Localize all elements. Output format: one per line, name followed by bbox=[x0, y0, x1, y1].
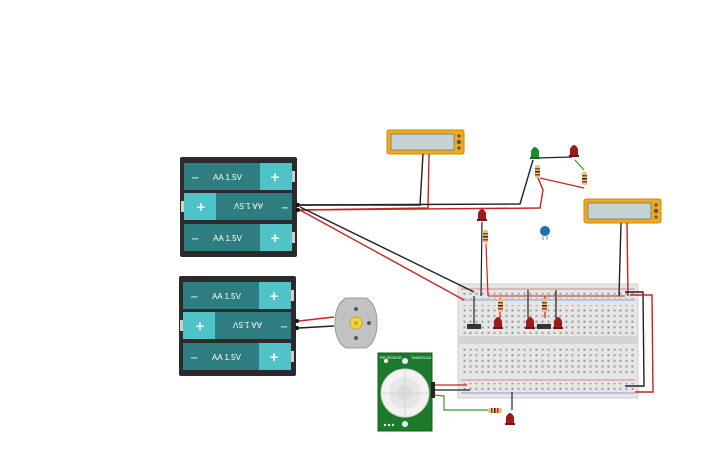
minus-symbol: − bbox=[281, 203, 289, 214]
minus-symbol: − bbox=[191, 234, 199, 245]
red-led-icon bbox=[525, 317, 535, 329]
cell-label-flipped: AA 1.5V bbox=[233, 201, 263, 210]
green-led-icon bbox=[530, 147, 540, 159]
red-led-icon bbox=[493, 317, 503, 329]
battery-cell-1-2: + AA 1.5V − bbox=[181, 193, 292, 220]
battery-cell-1-3: − AA 1.5V + bbox=[184, 224, 295, 251]
red-led-icon bbox=[505, 413, 515, 425]
battery-pack-1[interactable]: − AA 1.5V + + AA 1.5V − − AA 1.5V + bbox=[180, 157, 300, 257]
pir-sensor[interactable]: PIR SENSOR TINKERCAD bbox=[377, 352, 435, 432]
resistor-icon bbox=[488, 408, 502, 413]
minus-symbol: − bbox=[280, 322, 288, 333]
cell-label: AA 1.5V bbox=[212, 292, 242, 301]
red-led-icon bbox=[477, 209, 487, 221]
transistor-icon bbox=[467, 324, 481, 329]
resistor-icon bbox=[542, 299, 547, 312]
battery-cell-2-1: − AA 1.5V + bbox=[183, 282, 294, 309]
pir-label-right: TINKERCAD bbox=[411, 356, 432, 360]
cell-label-flipped: AA 1.5V bbox=[232, 320, 262, 329]
resistor-icon bbox=[582, 172, 587, 185]
resistor-icon bbox=[535, 165, 540, 178]
multimeter-1[interactable] bbox=[386, 129, 465, 155]
plus-symbol: + bbox=[269, 350, 279, 364]
battery-cell-2-3: − AA 1.5V + bbox=[183, 343, 294, 370]
breadboard[interactable] bbox=[457, 283, 639, 399]
battery-cell-1-1: − AA 1.5V + bbox=[184, 163, 295, 190]
plus-symbol: + bbox=[195, 319, 205, 333]
red-led-icon bbox=[569, 145, 579, 157]
plus-symbol: + bbox=[196, 200, 206, 214]
resistor-icon bbox=[483, 230, 488, 243]
pir-label-left: PIR SENSOR bbox=[380, 356, 402, 360]
battery-pack-2[interactable]: − AA 1.5V + + AA 1.5V − − AA 1.5V + bbox=[179, 276, 299, 376]
plus-symbol: + bbox=[270, 170, 280, 184]
transistor-icon bbox=[537, 324, 551, 329]
battery-cell-2-2: + AA 1.5V − bbox=[180, 312, 291, 339]
multimeter-2[interactable] bbox=[583, 198, 662, 224]
cell-label: AA 1.5V bbox=[213, 234, 243, 243]
wires bbox=[298, 153, 654, 411]
minus-symbol: − bbox=[191, 173, 199, 184]
capacitor[interactable] bbox=[540, 226, 550, 240]
minus-symbol: − bbox=[190, 353, 198, 364]
plus-symbol: + bbox=[270, 231, 280, 245]
red-led-icon bbox=[553, 317, 563, 329]
plus-symbol: + bbox=[269, 289, 279, 303]
dc-motor[interactable] bbox=[334, 297, 378, 349]
cell-label: AA 1.5V bbox=[213, 173, 243, 182]
resistor-icon bbox=[498, 299, 503, 312]
transistors[interactable] bbox=[467, 324, 551, 329]
leds[interactable] bbox=[477, 145, 579, 425]
resistors bbox=[483, 165, 587, 413]
minus-symbol: − bbox=[190, 292, 198, 303]
cell-label: AA 1.5V bbox=[212, 353, 242, 362]
